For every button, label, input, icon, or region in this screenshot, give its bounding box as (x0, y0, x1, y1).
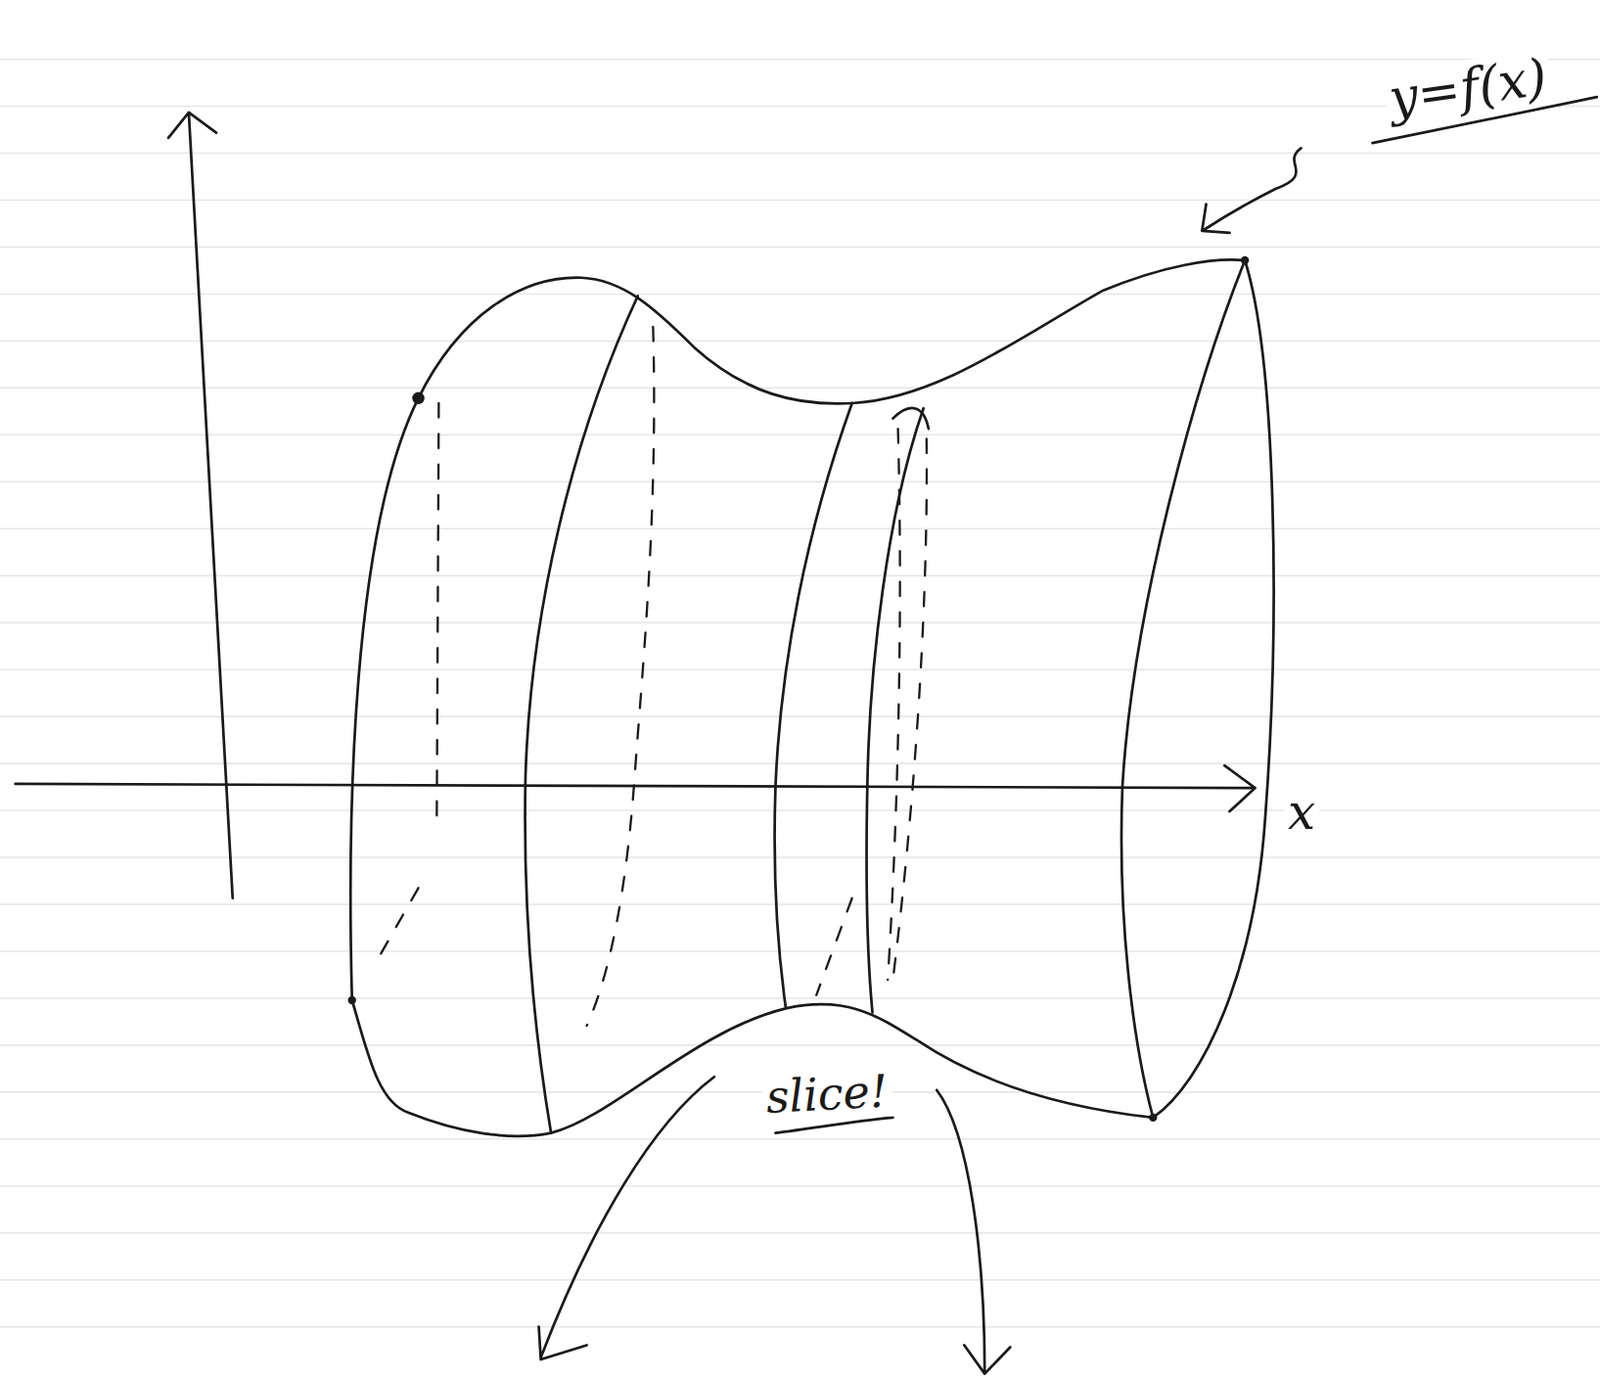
function-label: y=f(x) (1381, 48, 1555, 128)
hidden-line (587, 326, 655, 1026)
end-ellipse-front (1121, 260, 1245, 1118)
slice-edge-front (775, 403, 853, 1007)
hidden-line (436, 403, 439, 827)
slice-arrow (936, 1090, 1010, 1374)
slice-edge-top (892, 408, 928, 429)
lower-profile-curve (352, 1000, 1154, 1137)
hidden-line (892, 439, 927, 981)
point-dot (348, 996, 357, 1005)
point-dot (1148, 1113, 1157, 1122)
y-axis (168, 112, 233, 899)
hidden-line (377, 887, 419, 960)
upper-profile-curve (350, 259, 1245, 1001)
point-dot (1240, 256, 1249, 265)
slice-arrow (539, 1076, 715, 1360)
axis-label: x (1283, 785, 1320, 840)
point-dot (411, 392, 425, 406)
slice-label: slice! (761, 1065, 894, 1122)
ruled-lines (0, 59, 1600, 1327)
slice-edge-front (867, 408, 924, 1012)
end-ellipse-back (1152, 260, 1274, 1118)
hidden-line (887, 428, 900, 980)
pointer-arrow (1201, 147, 1301, 233)
hidden-line (816, 898, 852, 996)
x-axis (15, 765, 1256, 812)
cross-section-front (525, 296, 639, 1134)
